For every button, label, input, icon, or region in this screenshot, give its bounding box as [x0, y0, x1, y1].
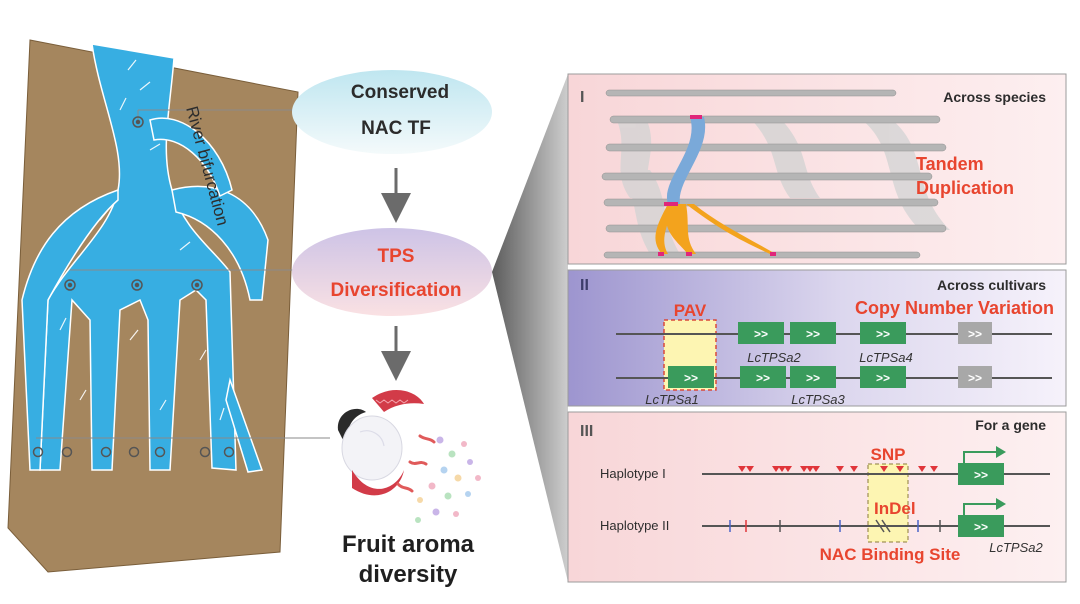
panel-ii-numeral: II [580, 277, 589, 294]
middle-flow: Conserved NAC TF TPS Diversification [292, 70, 492, 588]
gene-label-lctpsa2-hap: LcTPSa2 [989, 540, 1043, 555]
river-water [21, 43, 269, 473]
nac-binding-site-label: NAC Binding Site [820, 545, 961, 564]
gene-boxes: >> >> >> >> >> >> >> >> >> [668, 322, 992, 388]
tandem-duplication-ribbons [655, 115, 776, 256]
gene-box-glyph: >> [974, 520, 988, 534]
snp-markers [738, 466, 938, 472]
panel-for-a-gene: III For a gene Haplotype I Haplotype II [567, 411, 1067, 583]
water-highlights [59, 59, 225, 421]
panel-across-species: I Across species [567, 73, 1067, 265]
gene-box-glyph: >> [974, 468, 988, 482]
tandem-label: Tandem [916, 154, 984, 174]
indel-label: InDel [874, 499, 916, 518]
variant-ticks [729, 519, 941, 533]
gene-box-glyph: >> [968, 371, 982, 385]
panel-across-cultivars: II Across cultivars Copy Number Variatio… [567, 269, 1067, 407]
lychee-fruit-illustration [337, 390, 481, 523]
gene-label-lctpsa2: LcTPSa2 [747, 350, 801, 365]
diversity-label: diversity [359, 561, 458, 588]
gene-box-hap2 [958, 515, 1004, 537]
leader-lines [36, 109, 330, 439]
gene-label-lctpsa3: LcTPSa3 [791, 392, 845, 407]
panel-i-heading: Across species [943, 89, 1046, 105]
gene-box-glyph: >> [756, 371, 770, 385]
aroma-dots [415, 436, 481, 523]
nac-tf-ellipse [292, 70, 492, 154]
fruit-aroma-label: Fruit aroma [342, 531, 475, 558]
chromosome-bars [601, 89, 947, 259]
panel-ii-heading: Across cultivars [937, 277, 1046, 293]
pav-label: PAV [674, 301, 707, 320]
diversification-label: Diversification [331, 280, 462, 301]
panel-i-numeral: I [580, 89, 584, 106]
gene-label-lctpsa1: LcTPSa1 [645, 392, 698, 407]
gene-box-glyph: >> [876, 371, 890, 385]
zoom-wedge [492, 74, 568, 582]
gene-box-glyph: >> [806, 327, 820, 341]
site-markers [32, 116, 235, 458]
snp-label: SNP [871, 445, 906, 464]
tps-ellipse [292, 228, 492, 316]
gene-box-glyph: >> [754, 327, 768, 341]
gene-box-glyph: >> [876, 327, 890, 341]
haplotype-1-label: Haplotype I [600, 466, 666, 481]
gene-label-lctpsa4: LcTPSa4 [859, 350, 912, 365]
gene-box-glyph: >> [684, 371, 698, 385]
gene-box-glyph: >> [806, 371, 820, 385]
gene-box-glyph: >> [968, 327, 982, 341]
conserved-label: Conserved [351, 82, 449, 103]
panel-iii-heading: For a gene [975, 417, 1046, 433]
duplication-label: Duplication [916, 178, 1014, 198]
tps-label: TPS [378, 246, 415, 267]
panel-iii-numeral: III [580, 423, 593, 440]
river-map: River bifurcation [7, 39, 330, 573]
haplotype-2-label: Haplotype II [600, 518, 669, 533]
cnv-label: Copy Number Variation [855, 298, 1054, 318]
nac-tf-label: NAC TF [361, 118, 431, 139]
gene-box-hap1 [958, 463, 1004, 485]
